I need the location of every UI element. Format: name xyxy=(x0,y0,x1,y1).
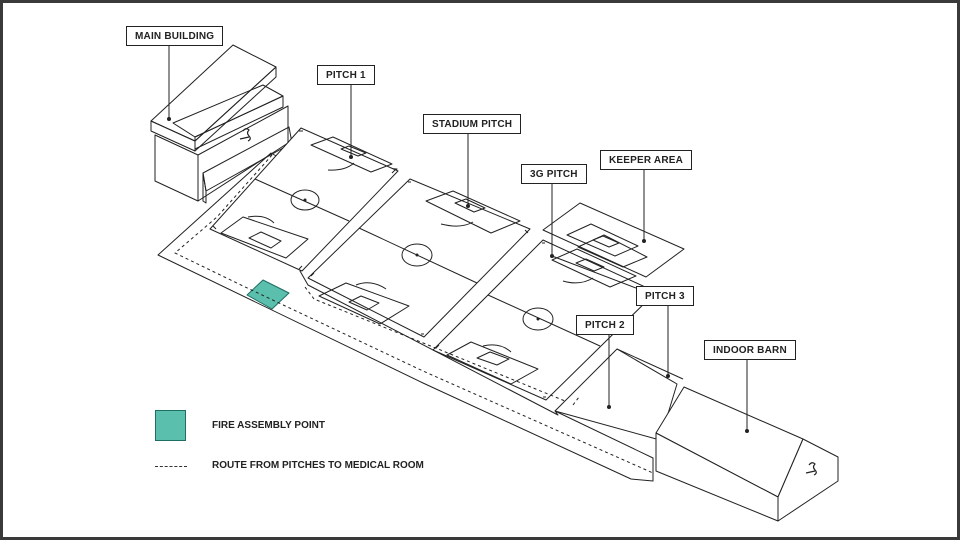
dot-keeper-area xyxy=(642,239,646,243)
leader-pitch-3-cross xyxy=(551,255,637,289)
label-indoor-barn: INDOOR BARN xyxy=(704,340,796,360)
medical-route-spur xyxy=(572,396,580,406)
legend-route-swatch xyxy=(155,466,187,467)
fire-assembly-point xyxy=(246,279,290,310)
dot-indoor-barn xyxy=(745,429,749,433)
label-keeper-area: KEEPER AREA xyxy=(600,150,693,170)
main-building-base-front xyxy=(154,134,199,202)
medical-route-branch xyxy=(304,286,566,402)
label-pitch-2: PITCH 2 xyxy=(576,315,634,335)
dot-pitch-3 xyxy=(666,374,670,378)
dot-centre-pitch-2 xyxy=(536,317,540,321)
medical-route xyxy=(174,154,654,474)
label-pitch-3: PITCH 3 xyxy=(636,286,694,306)
main-building-top xyxy=(150,44,277,142)
label-pitch-1: PITCH 1 xyxy=(317,65,375,85)
label-stadium-pitch: STADIUM PITCH xyxy=(423,114,522,134)
dot-pitch-1 xyxy=(349,155,353,159)
main-building-top-side xyxy=(194,66,277,152)
dot-3g-pitch xyxy=(550,254,554,258)
main-building-wing-front xyxy=(202,172,207,204)
site-map-drawing xyxy=(150,44,839,522)
main-building-mid-side xyxy=(194,95,284,150)
swan-logo-icon xyxy=(239,128,817,476)
legend-route-label: ROUTE FROM PITCHES TO MEDICAL ROOM xyxy=(212,460,424,471)
label-main-building: MAIN BUILDING xyxy=(126,26,224,46)
dot-main-building xyxy=(167,117,171,121)
dot-centre-pitch-1 xyxy=(303,198,307,202)
indoor-barn xyxy=(655,386,839,522)
dot-pitch-2 xyxy=(607,405,611,409)
legend-fire-assembly-label: FIRE ASSEMBLY POINT xyxy=(212,420,325,431)
legend-fire-assembly-swatch xyxy=(155,410,186,441)
pitch-2-building xyxy=(554,348,684,441)
keeper-area-field xyxy=(542,202,685,278)
dot-stadium-pitch xyxy=(466,204,470,208)
label-3g-pitch: 3G PITCH xyxy=(521,164,587,184)
main-building xyxy=(150,44,293,204)
dot-centre-stadium xyxy=(415,253,419,257)
